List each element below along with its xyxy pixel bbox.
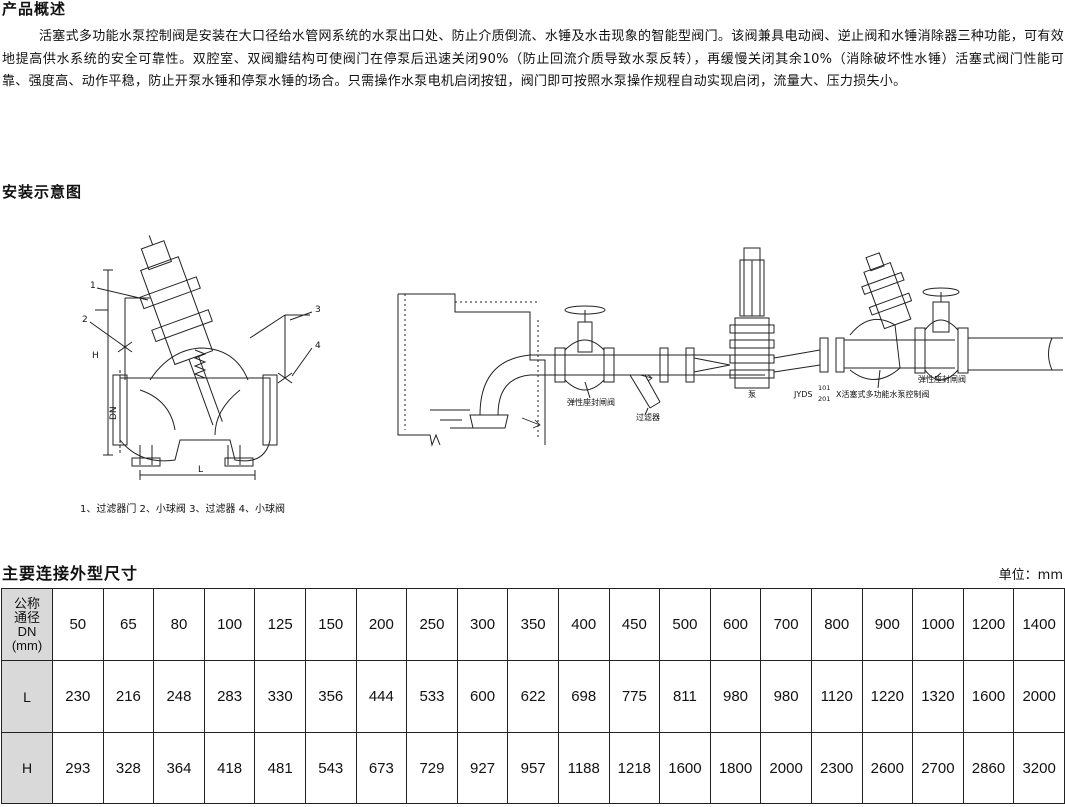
install-title: 安装示意图 xyxy=(2,183,83,201)
l-value-cell: 1120 xyxy=(810,660,863,733)
dn-value-cell: 1200 xyxy=(962,588,1015,661)
l-header-cell: L xyxy=(1,660,53,733)
h-value-cell: 481 xyxy=(254,732,306,804)
dn-value-cell: 300 xyxy=(456,588,509,661)
l-value-cell: 811 xyxy=(659,660,711,733)
callout-1: 1 xyxy=(90,281,96,291)
l-value-cell: 330 xyxy=(254,660,306,733)
label-gate-valve-right: 弹性座封闸阀 xyxy=(918,374,966,384)
callout-4: 4 xyxy=(315,341,321,351)
dn-value-cell: 600 xyxy=(709,588,762,661)
label-filter: 过滤器 xyxy=(636,412,660,422)
dn-value-cell: 50 xyxy=(52,588,104,661)
l-value-cell: 2000 xyxy=(1013,660,1065,733)
h-value-cell: 2600 xyxy=(861,732,914,804)
l-value-cell: 1600 xyxy=(962,660,1015,733)
label-model-sub: 201 xyxy=(818,395,830,403)
dn-value-cell: 150 xyxy=(304,588,357,661)
dn-value-cell: 125 xyxy=(254,588,306,661)
dn-value-cell: 800 xyxy=(810,588,863,661)
dim-l-label: L xyxy=(198,465,203,475)
h-value-cell: 1600 xyxy=(659,732,711,804)
callout-3: 3 xyxy=(315,305,321,315)
pipeline-drawing xyxy=(397,247,1063,447)
callout-2: 2 xyxy=(82,315,88,325)
h-value-cell: 3200 xyxy=(1013,732,1065,804)
dn-value-cell: 350 xyxy=(507,588,559,661)
dn-header-line: DN xyxy=(17,623,37,639)
dn-value-cell: 1000 xyxy=(912,588,964,661)
l-value-cell: 444 xyxy=(355,660,408,733)
dim-h-label: H xyxy=(92,351,99,361)
h-value-cell: 328 xyxy=(102,732,155,804)
l-value-cell: 698 xyxy=(557,660,610,733)
l-value-cell: 980 xyxy=(760,660,812,733)
dimensions-title: 主要连接外型尺寸 xyxy=(2,564,139,583)
l-value-cell: 283 xyxy=(203,660,256,733)
h-value-cell: 543 xyxy=(304,732,357,804)
dn-value-cell: 450 xyxy=(608,588,661,661)
h-value-cell: 2300 xyxy=(810,732,863,804)
l-value-cell: 356 xyxy=(304,660,357,733)
h-value-cell: 1218 xyxy=(608,732,661,804)
dn-value-cell: 500 xyxy=(659,588,711,661)
label-gate-valve-left: 弹性座封闸阀 xyxy=(567,397,615,407)
h-value-cell: 1800 xyxy=(709,732,762,804)
diagram-caption: 1、过滤器门 2、小球阀 3、过滤器 4、小球阀 xyxy=(80,504,285,515)
overview-title: 产品概述 xyxy=(2,0,67,18)
h-value-cell: 2700 xyxy=(912,732,964,804)
label-pump: 泵 xyxy=(748,390,756,399)
l-value-cell: 600 xyxy=(456,660,509,733)
h-value-cell: 957 xyxy=(507,732,559,804)
installation-diagram: 1 2 3 4 H DN L 弹性座封闸阀 过滤器 泵 JYDS 101 201… xyxy=(82,235,1063,480)
l-value-cell: 1220 xyxy=(861,660,914,733)
dn-header-line: 通径 xyxy=(13,609,40,625)
dn-value-cell: 1400 xyxy=(1013,588,1065,661)
h-header-cell: H xyxy=(1,732,53,804)
dim-dn-label: DN xyxy=(109,406,119,420)
dn-value-cell: 100 xyxy=(203,588,256,661)
dn-header-line: (mm) xyxy=(11,637,43,653)
dn-value-cell: 80 xyxy=(153,588,205,661)
unit-label: 单位：mm xyxy=(998,568,1063,583)
dn-value-cell: 900 xyxy=(861,588,914,661)
l-value-cell: 216 xyxy=(102,660,155,733)
l-value-cell: 622 xyxy=(507,660,559,733)
l-value-cell: 1320 xyxy=(912,660,964,733)
dn-value-cell: 250 xyxy=(406,588,458,661)
h-value-cell: 729 xyxy=(406,732,458,804)
h-value-cell: 293 xyxy=(52,732,104,804)
h-value-cell: 673 xyxy=(355,732,408,804)
dn-header-line: 公称 xyxy=(13,595,40,611)
l-value-cell: 533 xyxy=(406,660,458,733)
h-value-cell: 418 xyxy=(203,732,256,804)
dn-value-cell: 200 xyxy=(355,588,408,661)
overview-text: 活塞式多功能水泵控制阀是安装在大口径给水管网系统的水泵出口处、防止介质倒流、水锤… xyxy=(2,29,1064,89)
h-value-cell: 2860 xyxy=(962,732,1015,804)
h-value-cell: 2000 xyxy=(760,732,812,804)
valve-section-drawing xyxy=(89,235,313,480)
dn-value-cell: 400 xyxy=(557,588,610,661)
l-value-cell: 248 xyxy=(153,660,205,733)
l-value-cell: 775 xyxy=(608,660,661,733)
label-control-valve: X活塞式多功能水泵控制阀 xyxy=(836,389,929,399)
label-model-prefix: JYDS xyxy=(793,390,812,399)
l-value-cell: 230 xyxy=(52,660,104,733)
h-value-cell: 927 xyxy=(456,732,509,804)
dn-value-cell: 65 xyxy=(102,588,155,661)
h-value-cell: 1188 xyxy=(557,732,610,804)
label-model-sup: 101 xyxy=(818,384,830,392)
dn-value-cell: 700 xyxy=(760,588,812,661)
l-value-cell: 980 xyxy=(709,660,762,733)
h-value-cell: 364 xyxy=(153,732,205,804)
